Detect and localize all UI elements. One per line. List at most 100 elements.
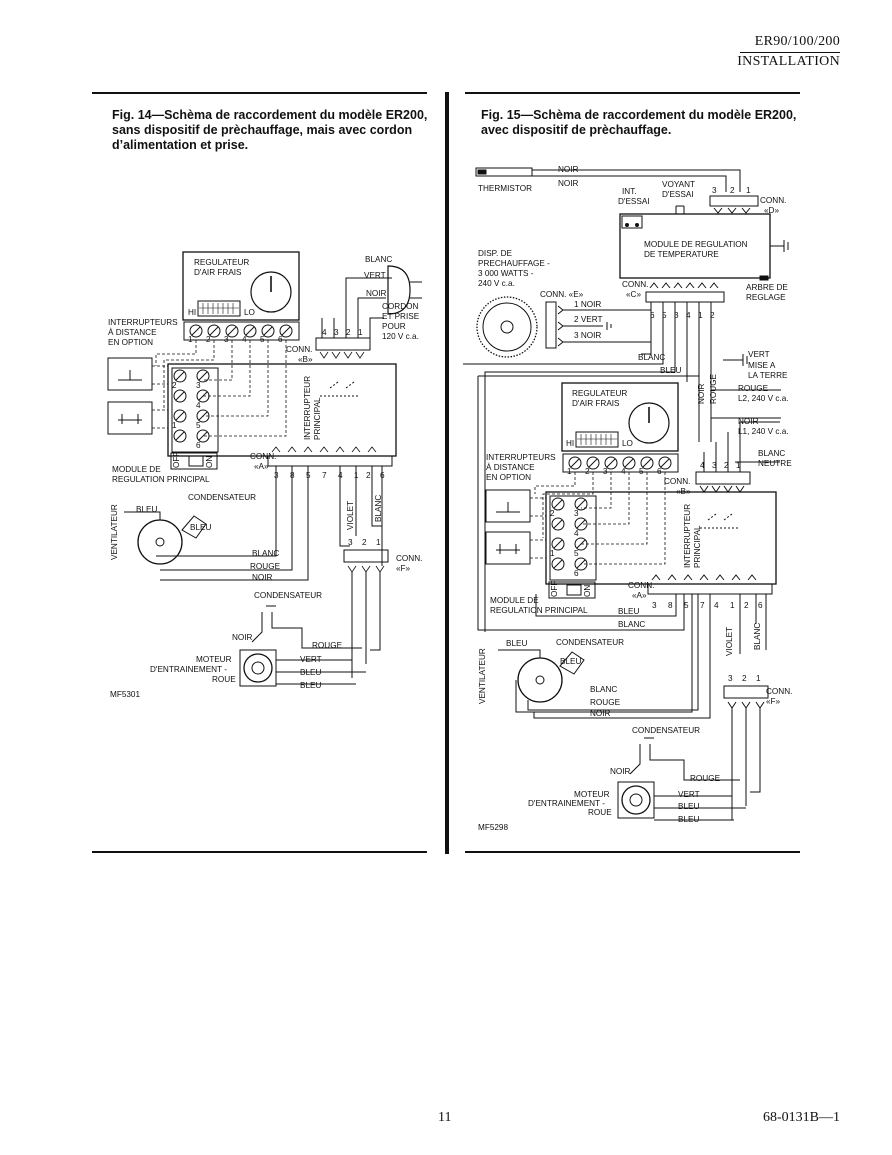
fig15-top-rule [465,92,800,94]
fig14-interrupteur-principal: INTERRUPTEUR [303,376,312,440]
fig14-noir-2: NOIR [252,573,273,582]
fig14-remote-switch-2 [107,401,153,435]
fig15-disp-2: PRECHAUFFAGE - [478,259,550,268]
fig15-term-b-3: 2 [724,461,729,470]
fig14-motor [243,653,273,683]
fig15-noir-v: NOIR [697,383,706,404]
fig14-term-reg-3: 3 [224,335,229,344]
fig15-blanc-m: BLANC [618,620,645,629]
fig15-noir-b: NOIR [558,179,579,188]
fig15-conn-a-label: CONN. [628,581,654,590]
fig14-moteur-3: ROUE [212,675,236,684]
header-rule [740,52,840,53]
fig14-noir: NOIR [366,289,387,298]
fig15-voyant-1: VOYANT [662,180,695,189]
fig15-term-c-2: 5 [662,311,667,320]
fig15-term-a-8: 6 [758,601,763,610]
fig14-term-b-3: 2 [346,328,351,337]
fig15-term-a-2: 8 [668,601,673,610]
fig14-term-b-4: 1 [358,328,363,337]
fig15-inter-1: INTERRUPTEURS [486,453,556,462]
fig15-term-a-7: 2 [744,601,749,610]
fig15-rouge-l2: ROUGE [738,384,769,393]
fig15-vert-m: VERT [678,790,700,799]
fig15-interrupteur-principal: INTERRUPTEUR [683,504,692,568]
fig14-term-b-2: 3 [334,328,339,337]
fig15-thermistor [475,167,533,177]
fig14-blanc-3: BLANC [252,549,279,558]
fig15-violet: VIOLET [725,627,734,656]
fig14-cordon-4: 120 V c.a. [382,332,419,341]
fig15-term-c-1: 6 [650,311,655,320]
fig14-moteur-1: MOTEUR [196,655,232,664]
fig15-blanc-f: BLANC [590,685,617,694]
fig15-voyant-2: D'ESSAI [662,190,694,199]
fig14-term-m-5: 1 [172,421,177,430]
fig14-moteur-2: D'ENTRAINEMENT - [150,665,227,674]
fig15-arbre-1: ARBRE DE [746,283,788,292]
fig15-conn-d-label: CONN. [760,196,786,205]
fig14-switch [170,452,218,470]
column-divider [445,92,449,854]
fig14-term-a-7: 2 [366,471,371,480]
fig15-conn-f-label: CONN. [766,687,792,696]
fig14-term-reg-5: 5 [260,335,265,344]
fig15-e-1: 1 NOIR [574,300,601,309]
fig14-conn-f-label-2: «F» [396,564,411,573]
fig15-rouge-m: ROUGE [690,774,721,783]
fig15-code: MF5298 [478,823,508,832]
fig15-term-m-2: 3 [574,509,579,518]
fig15-term-f-1: 3 [728,674,733,683]
fig15-ventilateur: VENTILATEUR [478,648,487,704]
fig15-conn-c [645,291,725,303]
fig14-rouge: ROUGE [250,562,281,571]
fig14-inter-3: EN OPTION [108,338,153,347]
fig15-arbre-2: REGLAGE [746,293,786,302]
fig15-module-2: REGULATION PRINCIPAL [490,606,588,615]
fig15-rouge-v: ROUGE [709,373,718,404]
fig15-term-m-4: 5 [574,549,579,558]
fig14-reg-terminals [189,324,293,338]
fig14-bleu-2: BLEU [190,523,211,532]
fig14-ventilateur: VENTILATEUR [110,504,119,560]
fig15-interrupteur-principal-2: PRINCIPAL [693,525,702,568]
fig15-term-c-5: 1 [698,311,703,320]
fig15-term-reg-3: 3 [603,467,608,476]
fig15-e-2: 2 VERT [574,315,603,324]
fig15-bleu-a: BLEU [660,366,681,375]
fig14-condensateur-2: CONDENSATEUR [254,591,322,600]
fig14-term-a-2: 8 [290,471,295,480]
fig15-module-temp-1: MODULE DE REGULATION [644,240,748,249]
fig15-term-d-3: 1 [746,186,751,195]
fig15-disp-4: 240 V c.a. [478,279,515,288]
fig14-term-f-2: 2 [362,538,367,547]
fig15-thermistor-label: THERMISTOR [478,184,532,193]
fig15-term-a-1: 3 [652,601,657,610]
fig15-term-reg-1: 1 [567,467,572,476]
fig14-term-a-8: 6 [380,471,385,480]
header-model: ER90/100/200 [754,34,840,49]
fig14-vert-2: VERT [300,655,322,664]
fig14-conn-b [315,337,371,351]
fig15-moteur-2: D'ENTRAINEMENT - [528,799,605,808]
fig14-cordon-1: CORDON [382,302,418,311]
fig15-inter-2: À DISTANCE [486,462,535,472]
fig15-term-f-2: 2 [742,674,747,683]
fig14-bottom-rule [92,851,427,853]
page-number: 11 [438,1110,452,1125]
fig14-display [197,300,241,317]
fig14-inter-2: À DISTANCE [108,327,157,337]
fig14-conn-a [267,455,393,467]
fig14-regulateur-box [182,251,300,321]
fig14-term-a-3: 5 [306,471,311,480]
fig15-term-a-5: 4 [714,601,719,610]
fig15-bleu-m1: BLEU [678,802,699,811]
fig14-conn-f-label: CONN. [396,554,422,563]
header-section: INSTALLATION [737,54,840,69]
fig14-lo: LO [244,308,255,317]
fig15-term-f-3: 1 [756,674,761,683]
fig14-vert: VERT [364,271,386,280]
fig15-bleu-m2: BLEU [678,815,699,824]
fig15-blanc-a: BLANC [638,353,665,362]
fig15-term-reg-2: 2 [585,467,590,476]
